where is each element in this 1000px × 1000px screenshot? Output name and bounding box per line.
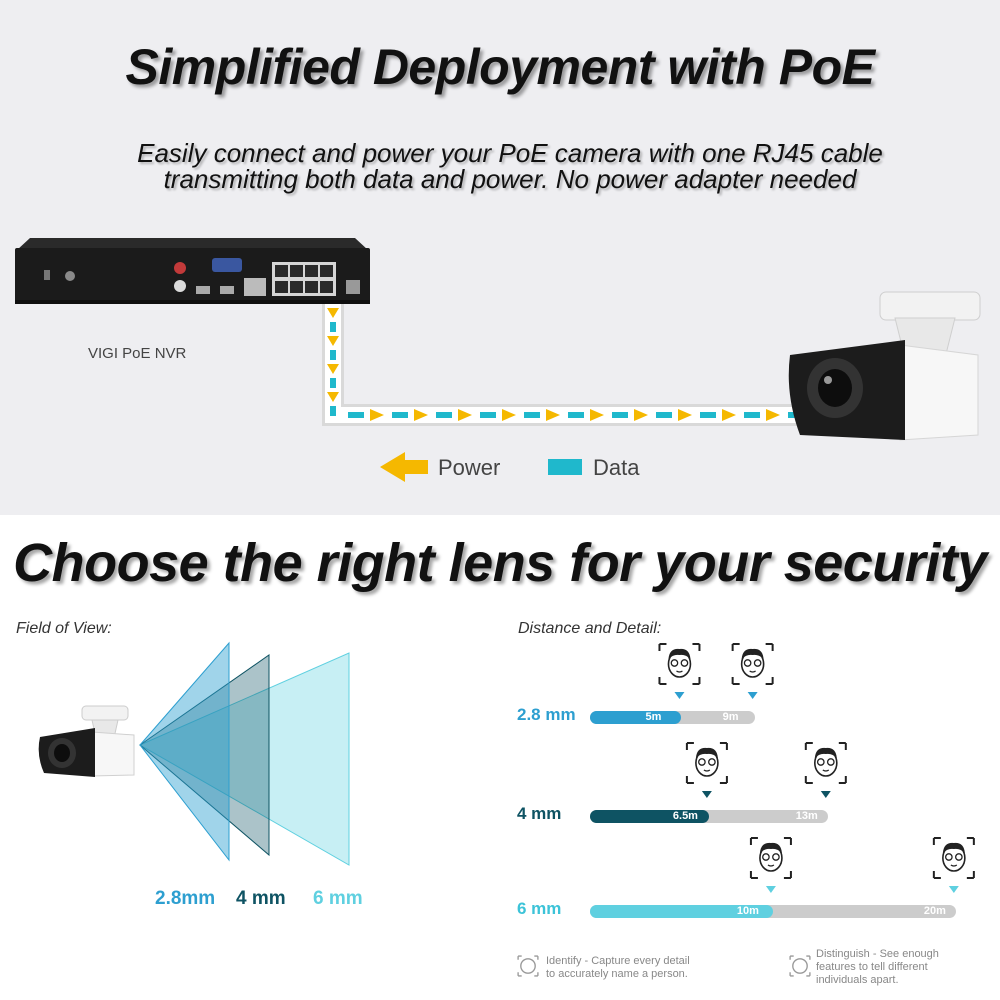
fov-label-2-8mm: 2.8mm (155, 888, 216, 909)
fov-cones (138, 641, 350, 866)
fov-camera (38, 705, 135, 777)
identify-distance-label: 10m (736, 905, 759, 917)
footnote-distinguish-line2: features to tell different (816, 961, 928, 973)
footnote-distinguish-line3: individuals apart. (816, 974, 899, 986)
data-dash-mark (568, 412, 584, 418)
identify-distance-label: 5m (645, 711, 662, 723)
legend-power-label: Power (438, 455, 501, 480)
data-dash-mark (330, 350, 336, 360)
footnote-identify-line2: to accurately name a person. (546, 968, 688, 980)
footnote-identify-line1: Identify - Capture every detail (546, 955, 690, 967)
power-arrow-mark (414, 409, 428, 421)
face-marker-triangle (765, 886, 776, 893)
power-arrow-mark (722, 409, 736, 421)
poe-diagram (15, 238, 981, 482)
data-dash-mark (656, 412, 672, 418)
distinguish-face-icon (789, 955, 811, 977)
power-arrow-mark (327, 392, 339, 402)
cable-marks (327, 308, 824, 421)
power-arrow-mark (327, 308, 339, 318)
power-arrow-mark (766, 409, 780, 421)
legend-data-swatch (548, 459, 582, 475)
data-dash-mark (700, 412, 716, 418)
face-icon-group (658, 643, 975, 893)
fov-label-6mm: 6 mm (313, 888, 363, 909)
face-icon (749, 837, 792, 879)
power-arrow-mark (327, 336, 339, 346)
data-dash-mark (330, 322, 336, 332)
power-arrow-mark (502, 409, 516, 421)
distance-heading: Distance and Detail: (518, 620, 662, 637)
data-dash-mark (480, 412, 496, 418)
identify-bar (590, 905, 773, 918)
distinguish-distance-label: 20m (923, 905, 946, 917)
face-marker-triangle (674, 692, 685, 699)
distance-lens-label: 4 mm (517, 804, 562, 823)
face-icon (804, 742, 847, 784)
data-dash-mark (436, 412, 452, 418)
face-icon (932, 837, 975, 879)
face-icon (658, 643, 701, 685)
data-dash-mark (524, 412, 540, 418)
face-marker-triangle (747, 692, 758, 699)
power-arrow-mark (370, 409, 384, 421)
data-dash-mark (744, 412, 760, 418)
data-dash-mark (348, 412, 364, 418)
face-marker-triangle (701, 791, 712, 798)
identify-distance-label: 6.5m (672, 810, 698, 822)
nvr-label: VIGI PoE NVR (88, 345, 187, 362)
power-arrow-mark (327, 364, 339, 374)
data-dash-mark (330, 406, 336, 416)
distance-lens-label: 6 mm (517, 899, 562, 918)
fov-label-4mm: 4 mm (236, 888, 286, 909)
identify-bar (590, 711, 682, 724)
identify-bar (590, 810, 709, 823)
poe-description: Easily connect and power your PoE camera… (0, 140, 1000, 192)
power-arrow-mark (458, 409, 472, 421)
lens-title: Choose the right lens for your security (13, 533, 987, 593)
distance-lens-label: 2.8 mm (517, 705, 576, 724)
legend-power-arrow-icon (380, 452, 428, 482)
face-icon (731, 643, 774, 685)
face-icon (685, 742, 728, 784)
power-arrow-mark (634, 409, 648, 421)
distinguish-distance-label: 13m (795, 810, 818, 822)
power-arrow-mark (590, 409, 604, 421)
legend-data-label: Data (593, 455, 640, 480)
data-dash-mark (330, 378, 336, 388)
face-marker-triangle (948, 886, 959, 893)
power-arrow-mark (546, 409, 560, 421)
footnote-distinguish-line1: Distinguish - See enough (816, 948, 939, 960)
identify-face-icon (517, 955, 539, 977)
data-dash-mark (612, 412, 628, 418)
power-arrow-mark (678, 409, 692, 421)
fov-heading: Field of View: (16, 620, 112, 637)
poe-description-line1: Easily connect and power your PoE camera… (137, 138, 883, 168)
face-marker-triangle (820, 791, 831, 798)
poe-camera (788, 291, 981, 441)
distinguish-distance-label: 9m (722, 711, 739, 723)
footnote-distinguish: Distinguish - See enough features to tel… (816, 948, 939, 987)
data-dash-mark (392, 412, 408, 418)
footnote-identify: Identify - Capture every detail to accur… (546, 955, 690, 981)
poe-description-line2: transmitting both data and power. No pow… (163, 164, 857, 194)
poe-title: Simplified Deployment with PoE (125, 39, 875, 95)
nvr-device (15, 238, 370, 304)
